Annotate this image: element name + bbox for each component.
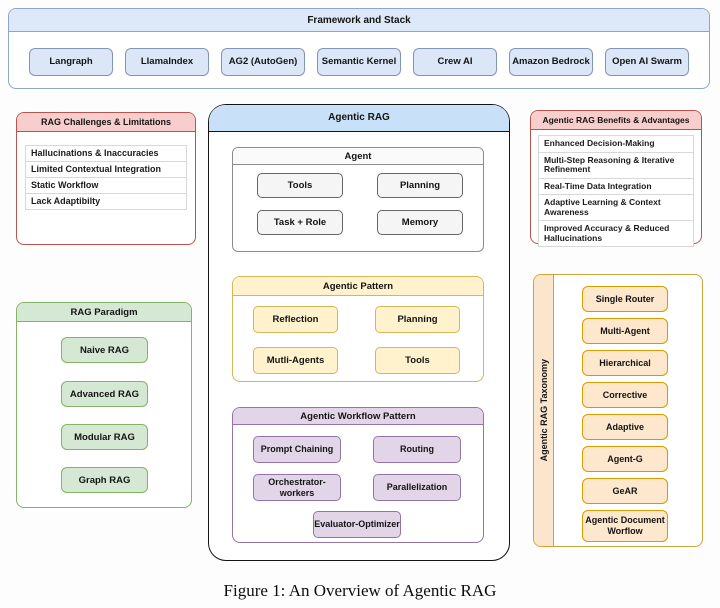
taxonomy-chip-agentic-document-worflow: Agentic Document Worflow — [582, 510, 668, 542]
workflow-chip-prompt-chaining: Prompt Chaining — [253, 436, 341, 463]
benefits-title: Agentic RAG Benefits & Advantages — [531, 111, 701, 130]
benefit-row-realtime-data: Real-Time Data Integration — [538, 177, 694, 195]
framework-chip-row: Langraph LlamaIndex AG2 (AutoGen) Semant… — [9, 32, 709, 76]
paradigm-chip-naive-rag: Naive RAG — [61, 337, 148, 363]
workflow-chip-evaluator-optimizer: Evaluator-Optimizer — [313, 511, 401, 538]
workflow-chip-parallelization: Parallelization — [373, 474, 461, 501]
taxonomy-chip-agent-g: Agent-G — [582, 446, 668, 472]
paradigm-chip-modular-rag: Modular RAG — [61, 424, 148, 450]
pattern-chip-reflection: Reflection — [253, 306, 338, 333]
framework-chip-openai-swarm: Open AI Swarm — [605, 48, 689, 76]
benefit-row-multistep-reasoning: Multi-Step Reasoning & Iterative Refinem… — [538, 151, 694, 179]
agent-chip-planning: Planning — [377, 173, 463, 198]
agent-chip-task-role: Task + Role — [257, 210, 343, 235]
challenge-row-lack-adaptibilty: Lack Adaptibilty — [25, 193, 187, 210]
framework-stack-panel: Framework and Stack Langraph LlamaIndex … — [8, 8, 710, 89]
taxonomy-chip-single-router: Single Router — [582, 286, 668, 312]
challenge-row-contextual-integration: Limited Contextual Integration — [25, 161, 187, 178]
benefits-panel: Agentic RAG Benefits & Advantages Enhanc… — [530, 110, 702, 247]
framework-chip-langraph: Langraph — [29, 48, 113, 76]
benefit-row-improved-accuracy: Improved Accuracy & Reduced Hallucinatio… — [538, 220, 694, 247]
figure-caption: Figure 1: An Overview of Agentic RAG — [223, 581, 497, 600]
taxonomy-chip-gear: GeAR — [582, 478, 668, 504]
rag-challenges-panel: RAG Challenges & Limitations Hallucinati… — [16, 112, 196, 245]
framework-chip-llamaindex: LlamaIndex — [125, 48, 209, 76]
framework-chip-semantic-kernel: Semantic Kernel — [317, 48, 401, 76]
taxonomy-title: Agentic RAG Taxonomy — [538, 359, 549, 462]
framework-chip-amazon-bedrock: Amazon Bedrock — [509, 48, 593, 76]
taxonomy-chip-multi-agent: Multi-Agent — [582, 318, 668, 344]
challenge-row-static-workflow: Static Workflow — [25, 177, 187, 194]
pattern-chip-tools: Tools — [375, 347, 460, 374]
rag-paradigm-title: RAG Paradigm — [17, 303, 191, 322]
paradigm-chip-advanced-rag: Advanced RAG — [61, 381, 148, 407]
benefit-row-decision-making: Enhanced Decision-Making — [538, 135, 694, 153]
agentic-rag-title: Agentic RAG — [209, 105, 509, 132]
workflow-chip-routing: Routing — [373, 436, 461, 463]
rag-challenges-title: RAG Challenges & Limitations — [17, 113, 195, 132]
taxonomy-chip-corrective: Corrective — [582, 382, 668, 408]
agentic-pattern-title: Agentic Pattern — [233, 277, 483, 296]
challenge-row-hallucinations: Hallucinations & Inaccuracies — [25, 145, 187, 162]
rag-paradigm-panel: RAG Paradigm Naive RAG Advanced RAG Modu… — [16, 302, 192, 508]
benefit-row-adaptive-learning: Adaptive Learning & Context Awareness — [538, 194, 694, 221]
workflow-chip-orchestrator-workers: Orchestrator-workers — [253, 474, 341, 501]
pattern-chip-planning: Planning — [375, 306, 460, 333]
agentic-workflow-title: Agentic Workflow Pattern — [233, 408, 483, 425]
pattern-chip-mutli-agents: Mutli-Agents — [253, 347, 338, 374]
agent-chip-tools: Tools — [257, 173, 343, 198]
framework-chip-ag2-autogen: AG2 (AutoGen) — [221, 48, 305, 76]
taxonomy-chip-hierarchical: Hierarchical — [582, 350, 668, 376]
agent-section: Agent Tools Planning Task + Role Memory — [232, 147, 484, 252]
paradigm-chip-graph-rag: Graph RAG — [61, 467, 148, 493]
taxonomy-chip-adaptive: Adaptive — [582, 414, 668, 440]
framework-stack-title: Framework and Stack — [9, 9, 709, 32]
rag-challenges-list: Hallucinations & Inaccuracies Limited Co… — [25, 145, 187, 210]
taxonomy-vertical-label: Agentic RAG Taxonomy — [534, 275, 554, 546]
taxonomy-panel: Agentic RAG Taxonomy Single Router Multi… — [533, 274, 703, 547]
agentic-rag-panel: Agentic RAG Agent Tools Planning Task + … — [208, 104, 510, 561]
agent-section-title: Agent — [233, 148, 483, 165]
agentic-pattern-section: Agentic Pattern Reflection Planning Mutl… — [232, 276, 484, 382]
benefits-list: Enhanced Decision-Making Multi-Step Reas… — [538, 135, 694, 247]
framework-chip-crew-ai: Crew AI — [413, 48, 497, 76]
agentic-workflow-section: Agentic Workflow Pattern Prompt Chaining… — [232, 407, 484, 543]
agent-chip-memory: Memory — [377, 210, 463, 235]
